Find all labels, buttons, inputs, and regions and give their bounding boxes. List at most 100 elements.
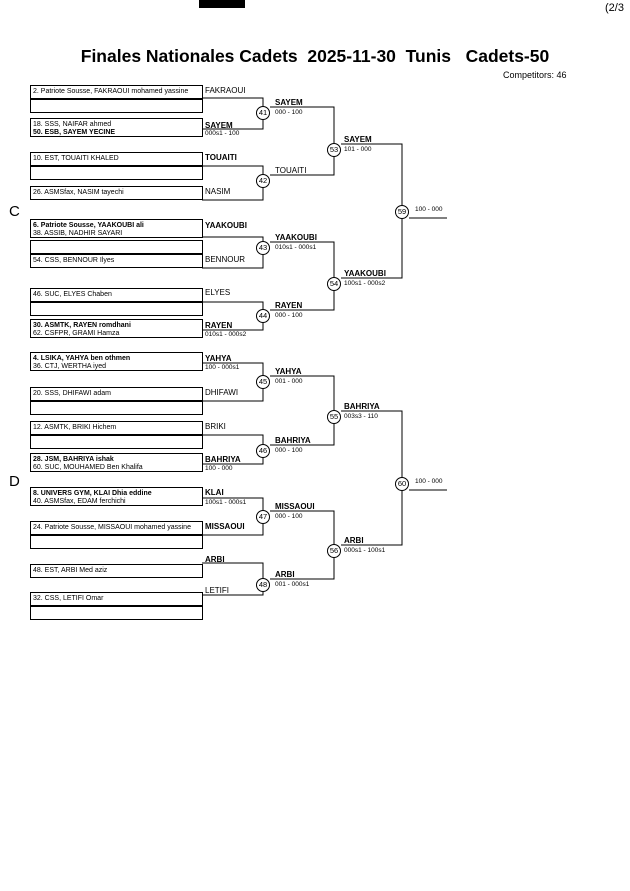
winner-label: ELYES — [205, 288, 231, 297]
match-number-badge: 46 — [256, 444, 270, 458]
winner-label: NASIM — [205, 187, 231, 196]
competitor-name: 20. SSS, DHIFAWI adam — [33, 390, 111, 397]
competitor-name: 48. EST, ARBI Med aziz — [33, 567, 108, 574]
competitor-box: 2. Patriote Sousse, FAKRAOUI mohamed yas… — [30, 85, 203, 99]
winner-label: ARBI — [205, 555, 225, 564]
match-winner: YAAKOUBI — [344, 269, 386, 278]
competitor-name: 54. CSS, BENNOUR Ilyes — [33, 257, 115, 264]
match-score: 000 - 100 — [275, 312, 303, 319]
match-score: 003s3 - 110 — [344, 413, 378, 420]
winner-label: BENNOUR — [205, 255, 246, 264]
winner-label: TOUAITI — [205, 153, 237, 162]
competitor-box: 32. CSS, LETIFI Omar — [30, 592, 203, 606]
empty-slot — [30, 606, 203, 620]
competitor-name: 32. CSS, LETIFI Omar — [33, 595, 104, 602]
match-number-badge: 45 — [256, 375, 270, 389]
competitors-count: Competitors: 46 — [503, 70, 567, 80]
match-score: 000 - 100 — [275, 513, 303, 520]
match-score: 000s1 - 100s1 — [344, 547, 386, 554]
match-winner: TOUAITI — [275, 166, 307, 175]
competitor-box: 30. ASMTK, RAYEN romdhani 62. CSFPR, GRA… — [30, 319, 203, 338]
competitor-name: 38. ASSIB, NADHIR SAYARI — [33, 230, 123, 237]
empty-slot — [30, 166, 203, 180]
winner-label: KLAI — [205, 488, 224, 497]
match-winner: RAYEN — [275, 301, 303, 310]
competitor-box: 12. ASMTK, BRIKI Hichem — [30, 421, 203, 435]
competitor-name: 4. LSIKA, YAHYA ben othmen — [33, 355, 131, 362]
competitor-box: 20. SSS, DHIFAWI adam — [30, 387, 203, 401]
match-number-badge: 53 — [327, 143, 341, 157]
competitor-box: 48. EST, ARBI Med aziz — [30, 564, 203, 578]
match-winner: MISSAOUI — [275, 502, 315, 511]
match-winner: YAAKOUBI — [275, 233, 317, 242]
match-score: 001 - 000 — [275, 378, 303, 385]
match-number-badge: 54 — [327, 277, 341, 291]
match-score: 100s1 - 000s2 — [344, 280, 386, 287]
match-winner: BAHRIYA — [344, 402, 380, 411]
competitor-box: 28. JSM, BAHRIYA ishak 60. SUC, MOUHAMED… — [30, 453, 203, 472]
section-letter-d: D — [9, 473, 20, 490]
winner-label: FAKRAOUI — [205, 86, 246, 95]
match-score: 001 - 000s1 — [275, 581, 310, 588]
match-score: 100 - 000 — [415, 478, 443, 485]
match-number-badge: 55 — [327, 410, 341, 424]
winner-label: SAYEM — [205, 121, 233, 130]
empty-slot — [30, 240, 203, 254]
section-letter-c: C — [9, 203, 20, 220]
competitor-name: 60. SUC, MOUHAMED Ben Khalifa — [33, 464, 143, 471]
competitor-box: 18. SSS, NAIFAR ahmed 50. ESB, SAYEM YEC… — [30, 118, 203, 137]
competitor-box: 8. UNIVERS GYM, KLAI Dhia eddine 40. ASM… — [30, 487, 203, 506]
empty-slot — [30, 535, 203, 549]
winner-label: DHIFAWI — [205, 388, 239, 397]
match-winner: ARBI — [344, 536, 364, 545]
winner-label: MISSAOUI — [205, 522, 245, 531]
match-score: 010s1 - 000s1 — [275, 244, 317, 251]
match-winner: YAHYA — [275, 367, 302, 376]
empty-slot — [30, 302, 203, 316]
competitor-box: 46. SUC, ELYES Chaben — [30, 288, 203, 302]
redaction-bar — [199, 0, 245, 8]
match-score: 100 - 000s1 — [205, 364, 240, 371]
competitor-name: 28. JSM, BAHRIYA ishak — [33, 456, 114, 463]
competitor-box: 54. CSS, BENNOUR Ilyes — [30, 254, 203, 268]
empty-slot — [30, 401, 203, 415]
empty-slot — [30, 99, 203, 113]
competitor-name: 2. Patriote Sousse, FAKRAOUI mohamed yas… — [33, 88, 189, 95]
competitor-name: 6. Patriote Sousse, YAAKOUBI ali — [33, 222, 144, 229]
competitor-name: 46. SUC, ELYES Chaben — [33, 291, 112, 298]
match-number-badge: 56 — [327, 544, 341, 558]
match-winner: SAYEM — [344, 135, 372, 144]
winner-label: YAAKOUBI — [205, 221, 247, 230]
competitor-name: 24. Patriote Sousse, MISSAOUI mohamed ya… — [33, 524, 191, 531]
winner-label: BRIKI — [205, 422, 226, 431]
match-score: 100 - 000 — [415, 206, 443, 213]
match-score: 100s1 - 000s1 — [205, 499, 247, 506]
match-number-badge: 47 — [256, 510, 270, 524]
bracket-connector-lines — [202, 97, 447, 596]
match-winner: ARBI — [275, 570, 295, 579]
match-number-badge: 59 — [395, 205, 409, 219]
match-winner: BAHRIYA — [275, 436, 311, 445]
competitor-name: 36. CTJ, WERTHA iyed — [33, 363, 107, 370]
match-number-badge: 44 — [256, 309, 270, 323]
competitor-name: 26. ASMSfax, NASIM tayechi — [33, 189, 124, 196]
winner-label: RAYEN — [205, 321, 233, 330]
competitor-name: 12. ASMTK, BRIKI Hichem — [33, 424, 117, 431]
competitor-box: 24. Patriote Sousse, MISSAOUI mohamed ya… — [30, 521, 203, 535]
empty-slot — [30, 435, 203, 449]
match-score: 010s1 - 000s2 — [205, 331, 247, 338]
match-number-badge: 42 — [256, 174, 270, 188]
page-indicator: (2/3 — [605, 2, 624, 14]
match-score: 000 - 100 — [275, 109, 303, 116]
winner-label: YAHYA — [205, 354, 232, 363]
competitor-box: 6. Patriote Sousse, YAAKOUBI ali 38. ASS… — [30, 219, 203, 238]
competitor-name: 50. ESB, SAYEM YECINE — [33, 129, 116, 136]
competitor-name: 62. CSFPR, GRAMI Hamza — [33, 330, 120, 337]
competitor-name: 10. EST, TOUAITI KHALED — [33, 155, 119, 162]
winner-label: BAHRIYA — [205, 455, 241, 464]
match-score: 100 - 000 — [205, 465, 233, 472]
competitor-name: 30. ASMTK, RAYEN romdhani — [33, 322, 131, 329]
competitor-name: 8. UNIVERS GYM, KLAI Dhia eddine — [33, 490, 152, 497]
